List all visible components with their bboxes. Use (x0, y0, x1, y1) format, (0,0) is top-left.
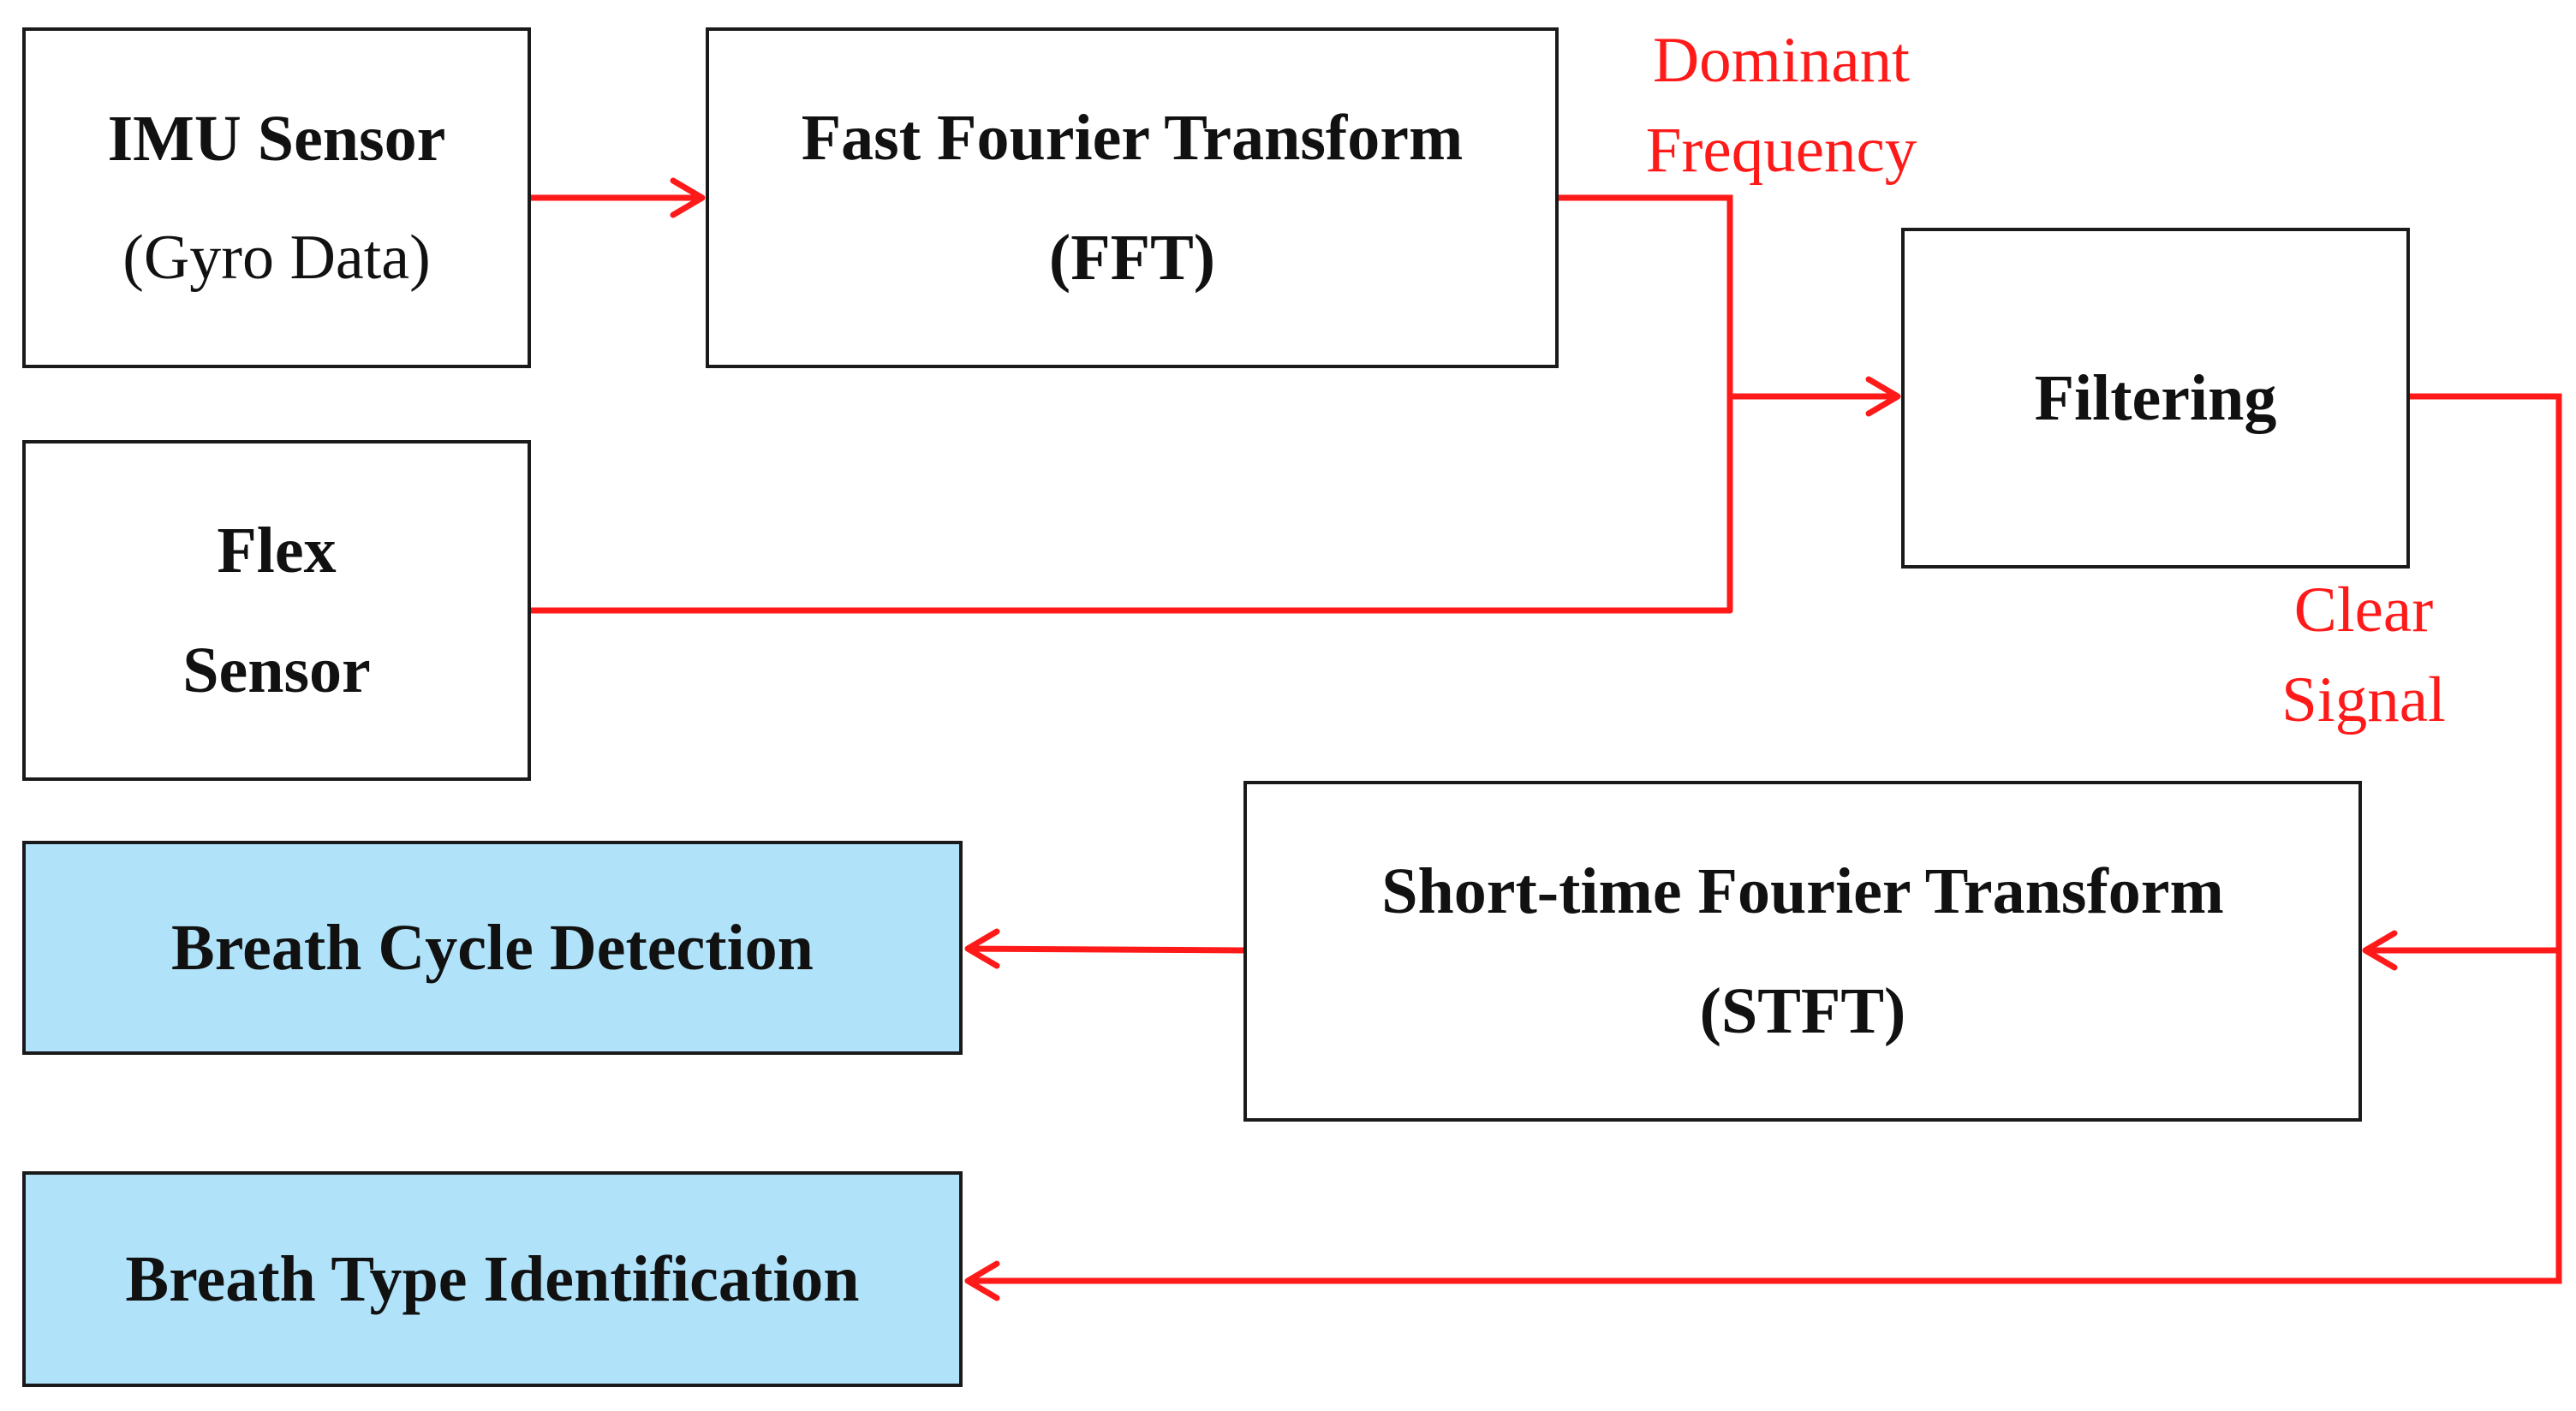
fft-title: Fast Fourier Transform (801, 102, 1464, 174)
fft-node: Fast Fourier Transform (FFT) (706, 27, 1559, 368)
breath-cycle-detection-node: Breath Cycle Detection (22, 841, 963, 1055)
fft-subtitle: (FFT) (1048, 222, 1216, 294)
breath-cycle-detection-title: Breath Cycle Detection (171, 912, 814, 984)
dominant-frequency-label: Dominant Frequency (1610, 15, 1953, 195)
imu-sensor-subtitle: (Gyro Data) (122, 223, 431, 293)
connector-fft-to-junction (1555, 194, 1733, 614)
stft-node: Short-time Fourier Transform (STFT) (1243, 781, 2362, 1122)
stft-title: Short-time Fourier Transform (1381, 855, 2224, 927)
filtering-title: Filtering (2034, 362, 2277, 434)
arrowhead-to-breath-type (964, 1260, 1000, 1301)
clear-signal-label: Clear Signal (2244, 565, 2484, 745)
arrowhead-to-stft (2362, 930, 2398, 971)
flex-sensor-line1: Flex (217, 515, 337, 586)
clear-signal-line1: Clear (2293, 575, 2434, 646)
imu-sensor-node: IMU Sensor (Gyro Data) (22, 27, 531, 368)
arrowhead-to-breath-cycle (964, 928, 1000, 969)
stft-subtitle: (STFT) (1699, 975, 1906, 1047)
arrowhead-junction-to-filtering (1865, 376, 1901, 417)
flex-sensor-node: Flex Sensor (22, 440, 531, 781)
filtering-node: Filtering (1901, 228, 2410, 569)
clear-signal-line2: Signal (2281, 664, 2446, 735)
dominant-frequency-line2: Frequency (1645, 115, 1917, 186)
breath-type-identification-node: Breath Type Identification (22, 1171, 963, 1387)
imu-sensor-title: IMU Sensor (107, 103, 446, 175)
flex-sensor-line2: Sensor (182, 634, 371, 706)
dominant-frequency-line1: Dominant (1653, 25, 1910, 96)
arrowhead-imu-to-fft (670, 177, 706, 218)
breath-type-identification-title: Breath Type Identification (125, 1243, 860, 1315)
connector-stft-to-breath-cycle (966, 945, 1247, 954)
